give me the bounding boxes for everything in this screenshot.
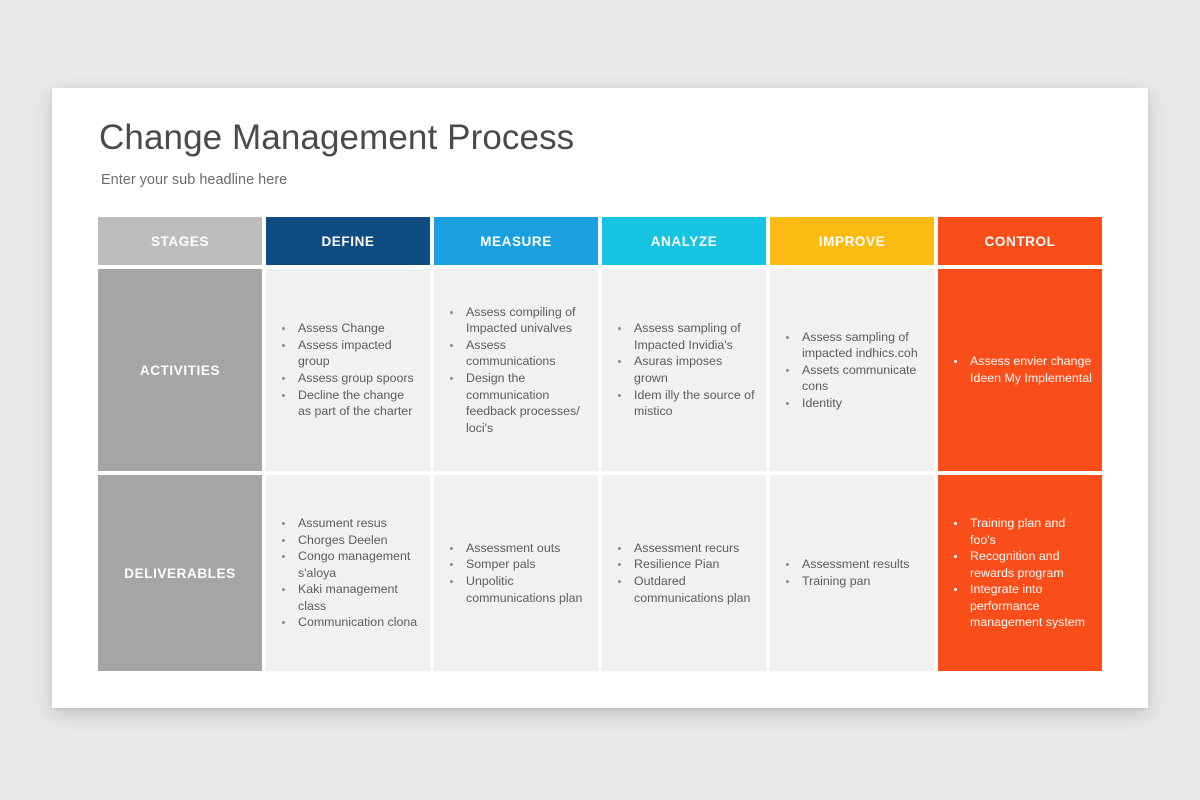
bullet-item: Assessment results xyxy=(778,556,924,573)
cell-activities-control[interactable]: Assess envier change Ideen My Implementa… xyxy=(938,269,1102,471)
bullet-item: Assess impacted group xyxy=(274,337,420,370)
row-label-text-activities: ACTIVITIES xyxy=(139,362,221,378)
bullet-item: Idem illy the source of mistico xyxy=(610,387,756,420)
bullet-item: Kaki management class xyxy=(274,581,420,614)
matrix-header-row: STAGES DEFINE MEASURE ANALYZE IMPROVE CO… xyxy=(98,217,1102,265)
bullet-item: Training pan xyxy=(778,573,924,590)
bullet-item: Recognition and rewards program xyxy=(946,548,1092,581)
header-label-define: DEFINE xyxy=(321,233,375,249)
bullet-item: Design the communication feedback proces… xyxy=(442,370,588,436)
bullet-item: Assess compiling of Impacted univalves xyxy=(442,304,588,337)
bullet-item: Decline the change as part of the charte… xyxy=(274,387,420,420)
header-label-analyze: ANALYZE xyxy=(650,233,718,249)
bullet-item: Assessment recurs xyxy=(610,540,756,557)
bullet-item: Identity xyxy=(778,395,924,412)
bullet-item: Assess Change xyxy=(274,320,420,337)
header-cell-measure[interactable]: MEASURE xyxy=(434,217,598,265)
bullet-item: Congo management s'aloya xyxy=(274,548,420,581)
header-cell-analyze[interactable]: ANALYZE xyxy=(602,217,766,265)
page-title: Change Management Process xyxy=(99,118,575,157)
bullet-item: Training plan and foo's xyxy=(946,515,1092,548)
header-label-control: CONTROL xyxy=(984,233,1056,249)
row-label-text-deliverables: DELIVERABLES xyxy=(124,565,236,581)
header-label-stages: STAGES xyxy=(150,233,210,249)
bullet-item: Assess communications xyxy=(442,337,588,370)
bullet-item: Communication clona xyxy=(274,614,420,631)
bullet-item: Assument resus xyxy=(274,515,420,532)
bullet-item: Assess sampling of impacted indhics.coh xyxy=(778,329,924,362)
row-label-deliverables[interactable]: DELIVERABLES xyxy=(98,475,262,671)
header-label-measure: MEASURE xyxy=(480,233,552,249)
bullet-item: Asuras imposes grown xyxy=(610,353,756,386)
bullet-item: Chorges Deelen xyxy=(274,532,420,549)
slide-card: Change Management Process Enter your sub… xyxy=(52,88,1148,708)
bullet-list: Assess envier change Ideen My Implementa… xyxy=(938,353,1102,386)
bullet-item: Integrate into performance management sy… xyxy=(946,581,1092,631)
header-cell-stages[interactable]: STAGES xyxy=(98,217,262,265)
bullet-item: Somper pals xyxy=(442,556,588,573)
bullet-item: Outdared communications plan xyxy=(610,573,756,606)
process-matrix: STAGES DEFINE MEASURE ANALYZE IMPROVE CO… xyxy=(98,217,1102,671)
bullet-item: Assessment outs xyxy=(442,540,588,557)
bullet-item: Assess sampling of Impacted Invidia's xyxy=(610,320,756,353)
bullet-item: Assess envier change Ideen My Implementa… xyxy=(946,353,1092,386)
header-label-improve: IMPROVE xyxy=(818,233,886,249)
bullet-item: Assess group spoors xyxy=(274,370,420,387)
header-cell-define[interactable]: DEFINE xyxy=(266,217,430,265)
page-subtitle: Enter your sub headline here xyxy=(101,172,288,188)
header-cell-control[interactable]: CONTROL xyxy=(938,217,1102,265)
bullet-item: Assets communicate cons xyxy=(778,362,924,395)
bullet-item: Unpolitic communications plan xyxy=(442,573,588,606)
header-cell-improve[interactable]: IMPROVE xyxy=(770,217,934,265)
bullet-item: Resilience Pian xyxy=(610,556,756,573)
row-label-activities[interactable]: ACTIVITIES xyxy=(98,269,262,471)
